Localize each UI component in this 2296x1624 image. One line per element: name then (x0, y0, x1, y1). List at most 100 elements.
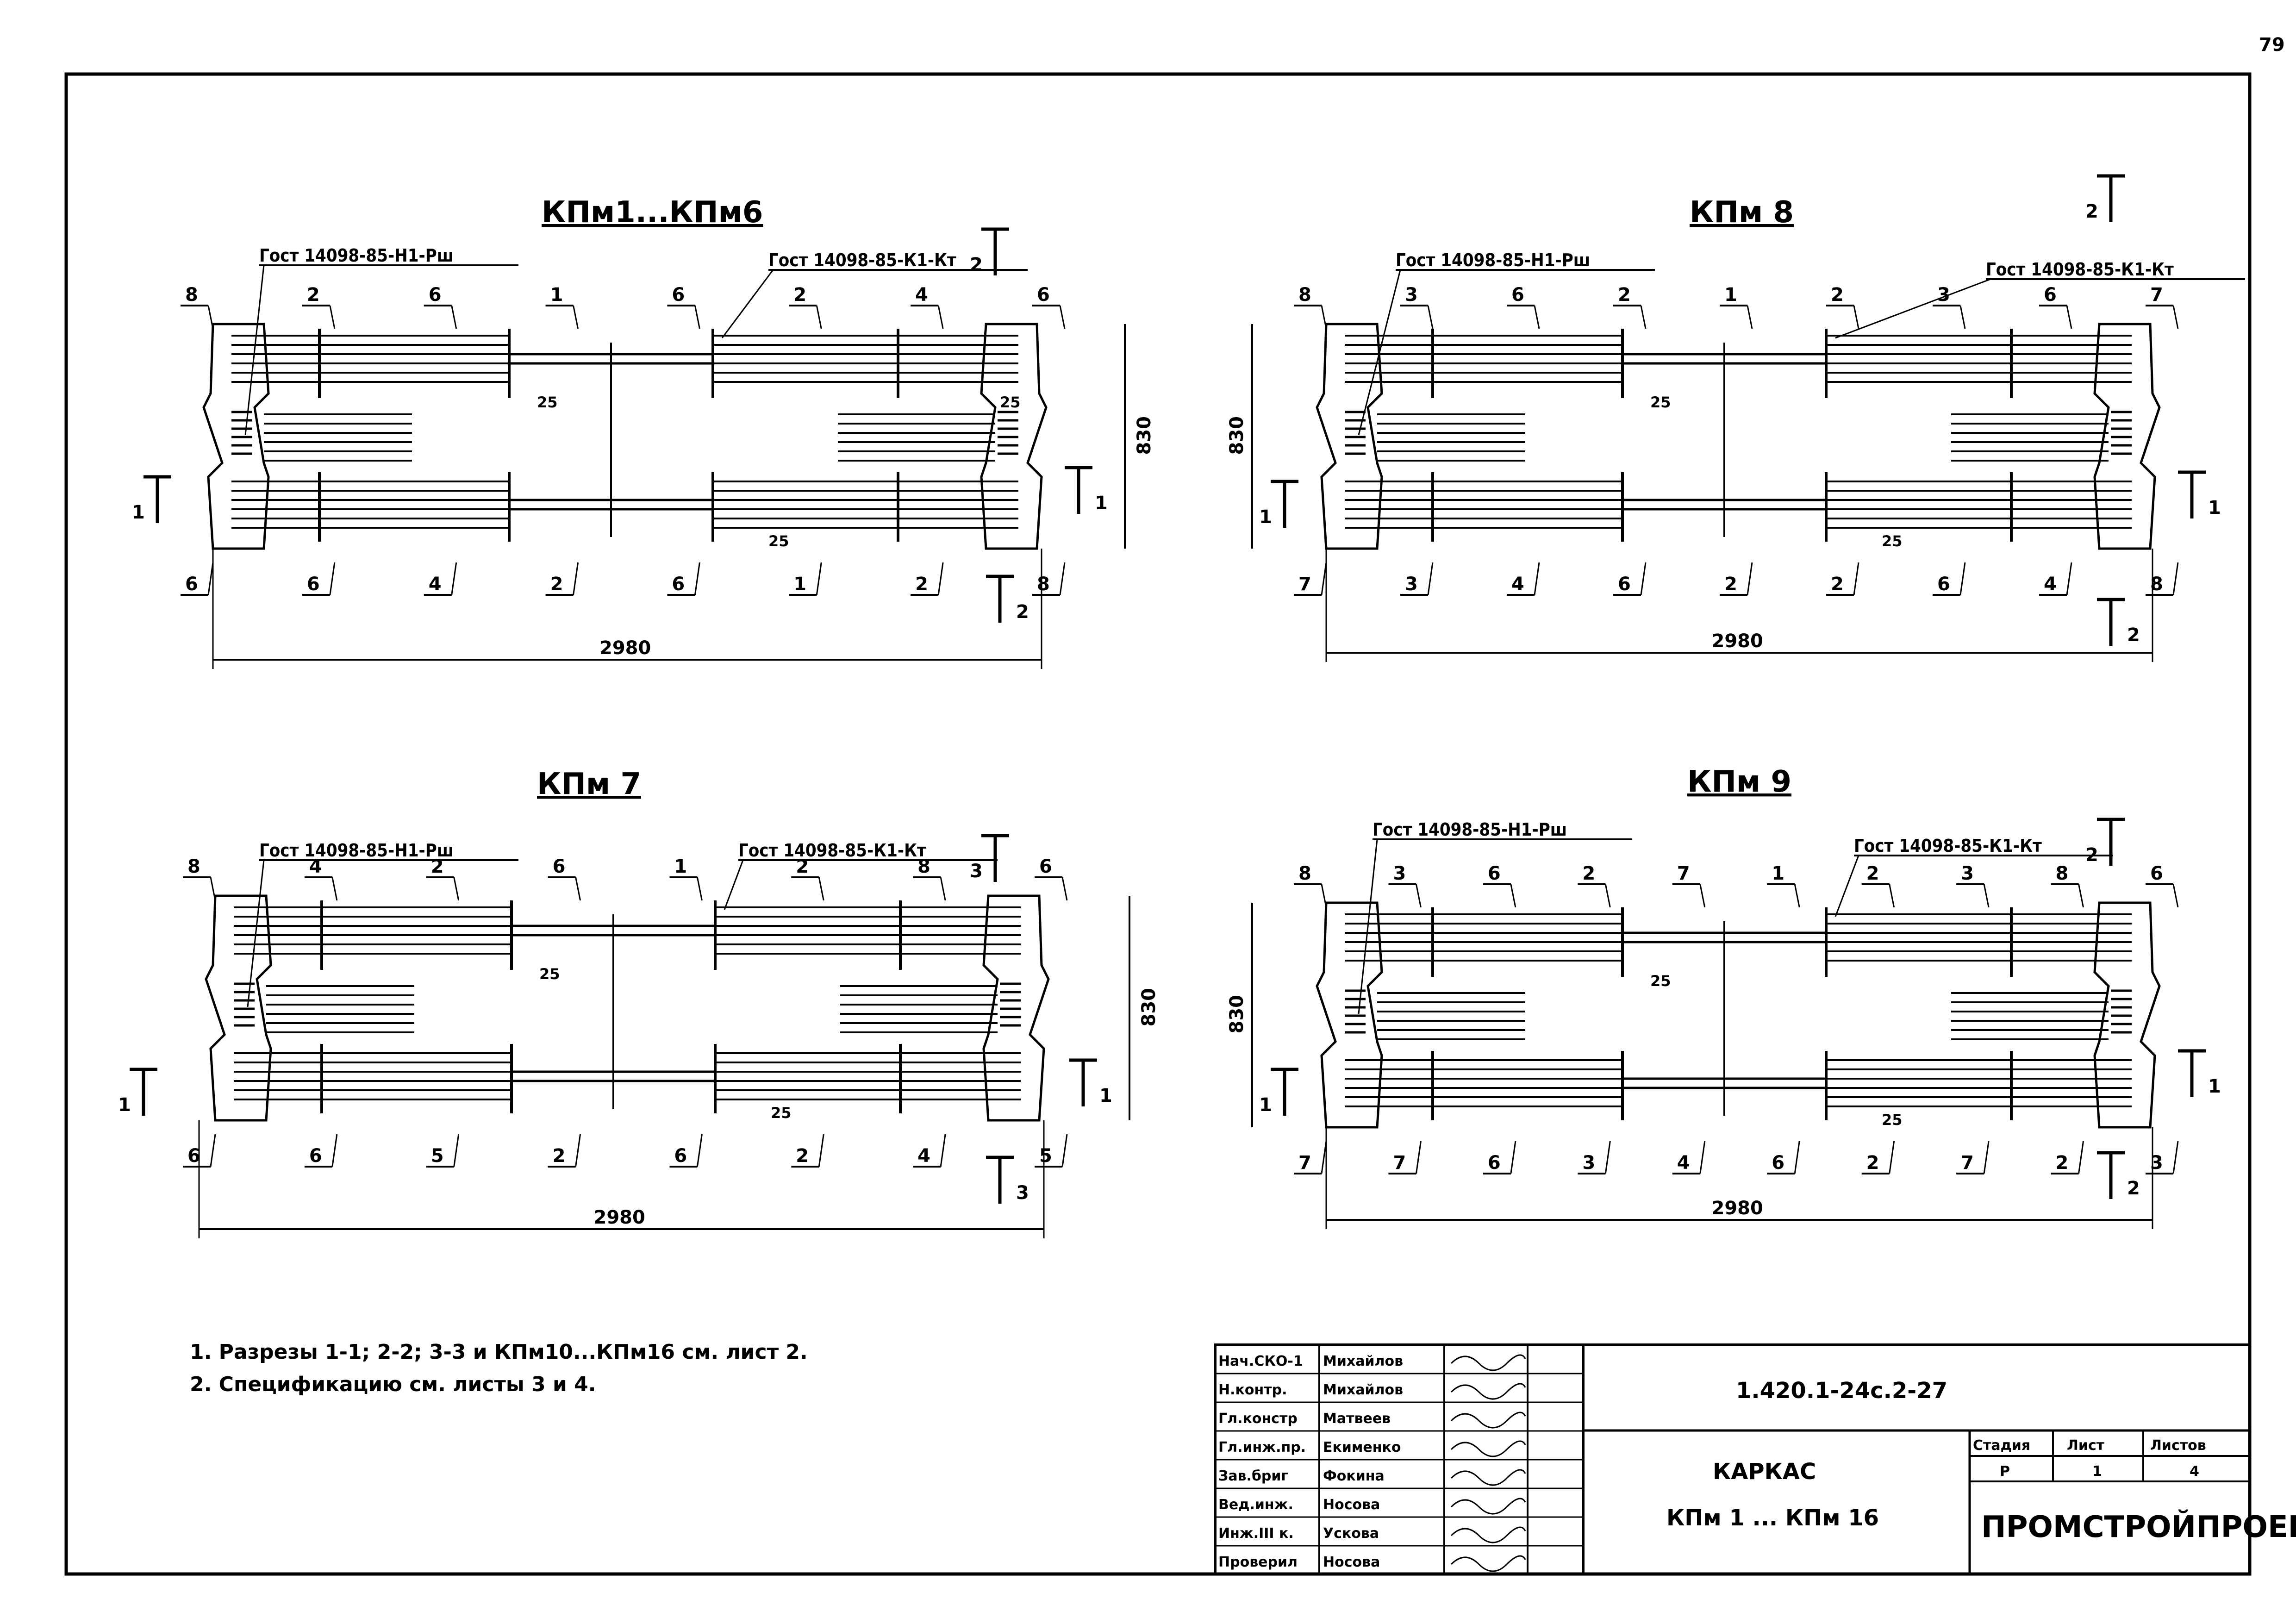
item-label: 2 (793, 284, 806, 306)
section-mark-label: 2 (2127, 625, 2140, 646)
section-mark-label: 1 (1259, 1094, 1272, 1116)
item-label-leader (1794, 1141, 1800, 1174)
item-label: 4 (2044, 574, 2057, 595)
item-label-leader (2172, 562, 2179, 595)
gost-right-leader (1835, 278, 1991, 339)
item-label: 6 (2044, 284, 2057, 306)
section-mark-label: 1 (118, 1094, 131, 1116)
item-label: 7 (1298, 574, 1311, 595)
section-mark-label: 1 (1099, 1085, 1112, 1106)
small-dimension: 25 (1650, 972, 1671, 990)
item-label-leader (573, 562, 579, 595)
item-label-leader (937, 305, 944, 329)
item-label: 6 (307, 574, 320, 595)
signer-name: Носова (1323, 1497, 1380, 1513)
item-label-leader (1415, 884, 1422, 908)
item-label: 2 (915, 574, 928, 595)
end-block (1316, 323, 1383, 550)
item-label-leader (940, 877, 946, 901)
item-label: 8 (1037, 574, 1050, 595)
height-dimension: 830 (1134, 416, 1155, 455)
end-block (202, 323, 270, 550)
item-label: 1 (1724, 284, 1737, 306)
gost-left-leader (244, 265, 265, 436)
gost-right-leader (1834, 855, 1859, 917)
item-label-leader (2172, 884, 2179, 908)
gost-right-label: Гост 14098-85-К1-Кт (1986, 259, 2174, 280)
item-label: 5 (1039, 1145, 1052, 1167)
item-label: 6 (1618, 574, 1631, 595)
item-label: 6 (187, 1145, 200, 1167)
item-label: 4 (309, 856, 322, 877)
item-label: 6 (672, 574, 685, 595)
item-label: 2 (307, 284, 320, 306)
item-label-leader (696, 1134, 703, 1167)
item-label: 1 (550, 284, 563, 306)
signature-scribble (1450, 1354, 1526, 1371)
item-label-leader (1794, 884, 1800, 908)
item-label: 7 (2150, 284, 2163, 306)
small-dimension: 25 (539, 965, 560, 983)
item-label-leader (1853, 305, 1859, 329)
item-label: 2 (431, 856, 444, 877)
signature-scribble (1450, 1555, 1526, 1572)
item-label: 3 (1405, 284, 1418, 306)
gost-left-leader (1358, 839, 1378, 1014)
item-label: 6 (1039, 856, 1052, 877)
item-label: 1 (674, 856, 687, 877)
item-label-leader (1983, 1141, 1990, 1174)
item-label: 6 (309, 1145, 322, 1167)
small-dimension: 25 (1882, 1111, 1903, 1129)
document-code: 1.420.1-24с.2-27 (1736, 1378, 1947, 1404)
section-mark-label: 2 (970, 254, 983, 275)
signer-name: Ускова (1323, 1525, 1379, 1542)
item-label: 2 (796, 856, 809, 877)
item-label-leader (1853, 562, 1859, 595)
item-label: 6 (429, 284, 442, 306)
item-label-leader (1959, 562, 1966, 595)
stage-value: Р (2000, 1463, 2010, 1480)
item-label-leader (1427, 562, 1434, 595)
section-mark-label: 2 (2085, 844, 2098, 866)
item-label-leader (1640, 562, 1647, 595)
width-dimension: 2980 (599, 637, 651, 659)
section-mark-label: 1 (132, 502, 145, 523)
small-dimension: 25 (771, 1104, 792, 1122)
item-label: 2 (1866, 863, 1879, 884)
item-label: 7 (1677, 863, 1690, 884)
note-2: 2. Спецификацию см. листы 3 и 4. (190, 1373, 596, 1396)
item-label: 6 (674, 1145, 687, 1167)
section-mark-label: 2 (2127, 1178, 2140, 1199)
section-mark-label: 2 (1016, 601, 1029, 623)
end-block (1316, 901, 1383, 1129)
item-label: 3 (1393, 863, 1406, 884)
item-label-leader (818, 1134, 824, 1167)
item-label: 4 (1677, 1152, 1690, 1174)
signer-name: Фокина (1323, 1468, 1385, 1484)
end-block (205, 894, 272, 1122)
item-label: 1 (1772, 863, 1784, 884)
signer-role: Гл.констр (1218, 1411, 1298, 1427)
gost-left-label: Гост 14098-85-Н1-Рш (259, 245, 454, 266)
item-label: 2 (1618, 284, 1631, 306)
sheet-value: 1 (2092, 1463, 2102, 1480)
item-label: 2 (1582, 863, 1595, 884)
item-label-leader (1889, 884, 1895, 908)
item-label: 8 (185, 284, 198, 306)
item-label: 2 (2056, 1152, 2069, 1174)
section-mark-label: 3 (1016, 1182, 1029, 1204)
item-label-leader (1321, 884, 1327, 908)
drawing-title: КПм1...КПм6 (542, 195, 763, 230)
item-label: 3 (1961, 863, 1974, 884)
item-label-leader (453, 877, 460, 901)
item-label-leader (940, 1134, 946, 1167)
item-label-leader (1061, 1134, 1068, 1167)
item-label-leader (1640, 305, 1647, 329)
item-label-leader (2172, 305, 2179, 329)
height-dimension: 830 (1226, 416, 1248, 455)
item-label: 4 (917, 1145, 930, 1167)
